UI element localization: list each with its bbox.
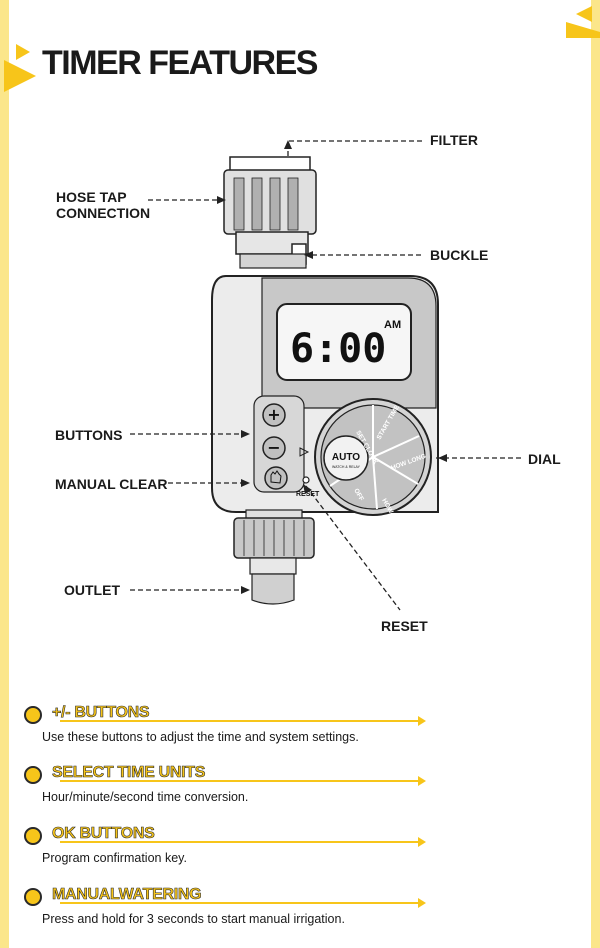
hose-tap-connector <box>223 169 317 255</box>
callout-reset: RESET <box>381 618 428 634</box>
dial-pointer <box>299 447 310 457</box>
callout-hose-tap: HOSE TAP CONNECTION <box>56 189 151 222</box>
feature-underline <box>60 841 420 843</box>
arrow-right-icon <box>418 716 426 726</box>
filter-part <box>229 156 311 172</box>
feature-manual-watering: MANUALWATERING Press and hold for 3 seco… <box>22 886 426 928</box>
dial-center-label: AUTO <box>332 452 360 463</box>
callout-buckle: BUCKLE <box>430 247 489 263</box>
plus-button[interactable] <box>262 403 286 427</box>
hand-icon <box>270 470 282 484</box>
feature-underline <box>60 780 420 782</box>
plus-symbol: + <box>267 405 280 424</box>
callout-buttons: BUTTONS <box>55 427 123 443</box>
lcd-time: 6:00 <box>290 326 386 372</box>
feature-title: SELECT TIME UNITS <box>52 764 206 782</box>
feature-description: Program confirmation key. <box>42 851 187 865</box>
arrow-right-icon <box>418 898 426 908</box>
callout-outlet: OUTLET <box>64 582 120 598</box>
feature-select-time-units: SELECT TIME UNITS Hour/minute/second tim… <box>22 764 426 806</box>
bullet-icon <box>24 827 42 845</box>
callout-filter: FILTER <box>430 132 478 148</box>
decor-triangles-right <box>566 6 600 38</box>
left-border-strip <box>0 0 9 948</box>
timer-diagram: 6:00 AM + − RESET AUTO WATCH & RELAY SET… <box>130 140 522 611</box>
feature-plus-minus-buttons: +/- BUTTONS Use these buttons to adjust … <box>22 704 426 746</box>
feature-ok-buttons: OK BUTTONS Program confirmation key. <box>22 825 426 867</box>
right-border-strip <box>591 0 600 948</box>
arrow-right-icon <box>418 837 426 847</box>
minus-button[interactable] <box>262 436 286 460</box>
callout-manual-clear: MANUAL CLEAR <box>55 476 168 492</box>
lcd-ampm: AM <box>384 319 401 331</box>
feature-underline <box>60 902 420 904</box>
leader-arrowheads <box>217 140 447 594</box>
reset-small-label: RESET <box>296 491 320 498</box>
decor-triangles-left <box>4 44 36 92</box>
feature-description: Press and hold for 3 seconds to start ma… <box>42 912 345 926</box>
feature-title: OK BUTTONS <box>52 825 155 843</box>
manual-button[interactable] <box>264 466 288 490</box>
bullet-icon <box>24 888 42 906</box>
lcd-screen <box>276 303 412 381</box>
feature-description: Use these buttons to adjust the time and… <box>42 730 359 744</box>
dial: AUTO WATCH & RELAY SET CLOCK START TIME … <box>314 398 432 536</box>
feature-underline <box>60 720 420 722</box>
feature-title: +/- BUTTONS <box>52 704 150 722</box>
minus-symbol: − <box>267 438 280 457</box>
dial-center-sublabel: WATCH & RELAY <box>332 465 361 469</box>
leader-lines <box>130 140 522 611</box>
arrow-right-icon <box>418 776 426 786</box>
outlet-connector <box>233 509 315 605</box>
reset-pinhole <box>302 476 310 484</box>
bullet-icon <box>24 766 42 784</box>
bullet-icon <box>24 706 42 724</box>
feature-title: MANUALWATERING <box>52 886 202 904</box>
page-title: TIMER FEATURES <box>42 44 318 82</box>
callout-dial: DIAL <box>528 451 561 467</box>
feature-description: Hour/minute/second time conversion. <box>42 790 249 804</box>
